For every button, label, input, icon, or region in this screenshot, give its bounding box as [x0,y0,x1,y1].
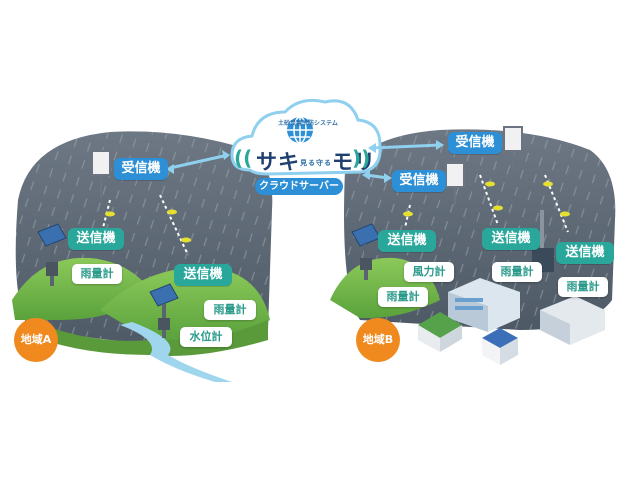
river [120,322,232,382]
buildings [418,210,605,365]
signal-wave-left-icon: (( [234,146,253,170]
region-b-transmitter-2-label: 送信機 [482,228,540,250]
region-a-transmitter-1-label: 送信機 [68,228,124,250]
signal-wave-right-icon: )) [352,146,371,170]
cloud-server-label: クラウドサーバー [255,178,343,195]
region-b-sensor-3-label: 雨量計 [558,277,608,297]
cloud-server-shape [230,98,382,176]
region-b-sensor-2-label: 雨量計 [492,262,542,282]
region-b-badge: 地域B [356,318,400,362]
region-a-sensor-1-label: 雨量計 [72,264,122,284]
region-b-transmitter-1-label: 送信機 [378,230,436,252]
region-a-receiver-label: 受信機 [114,158,168,180]
comm-arrows [166,140,444,183]
region-a-badge: 地域A [14,318,58,362]
region-a-sensor-2b-label: 水位計 [180,327,232,347]
region-a-sensor-2a-label: 雨量計 [204,300,256,320]
region-b-sensor-1a-label: 風力計 [404,262,454,282]
signal-icons [105,181,570,243]
region-b-receiver-top-label: 受信機 [448,132,502,154]
region-a-transmitter-2-label: 送信機 [174,264,232,286]
cloud-product-name: サキ見る守るモリ [256,150,376,174]
cloud-subtitle: 土砂災害予防システム [278,120,338,127]
region-b-sensor-1b-label: 雨量計 [378,287,428,307]
region-b-transmitter-3-label: 送信機 [556,242,614,264]
region-b-receiver-left-label: 受信機 [392,170,446,192]
receiver-antenna-icons [91,126,523,205]
